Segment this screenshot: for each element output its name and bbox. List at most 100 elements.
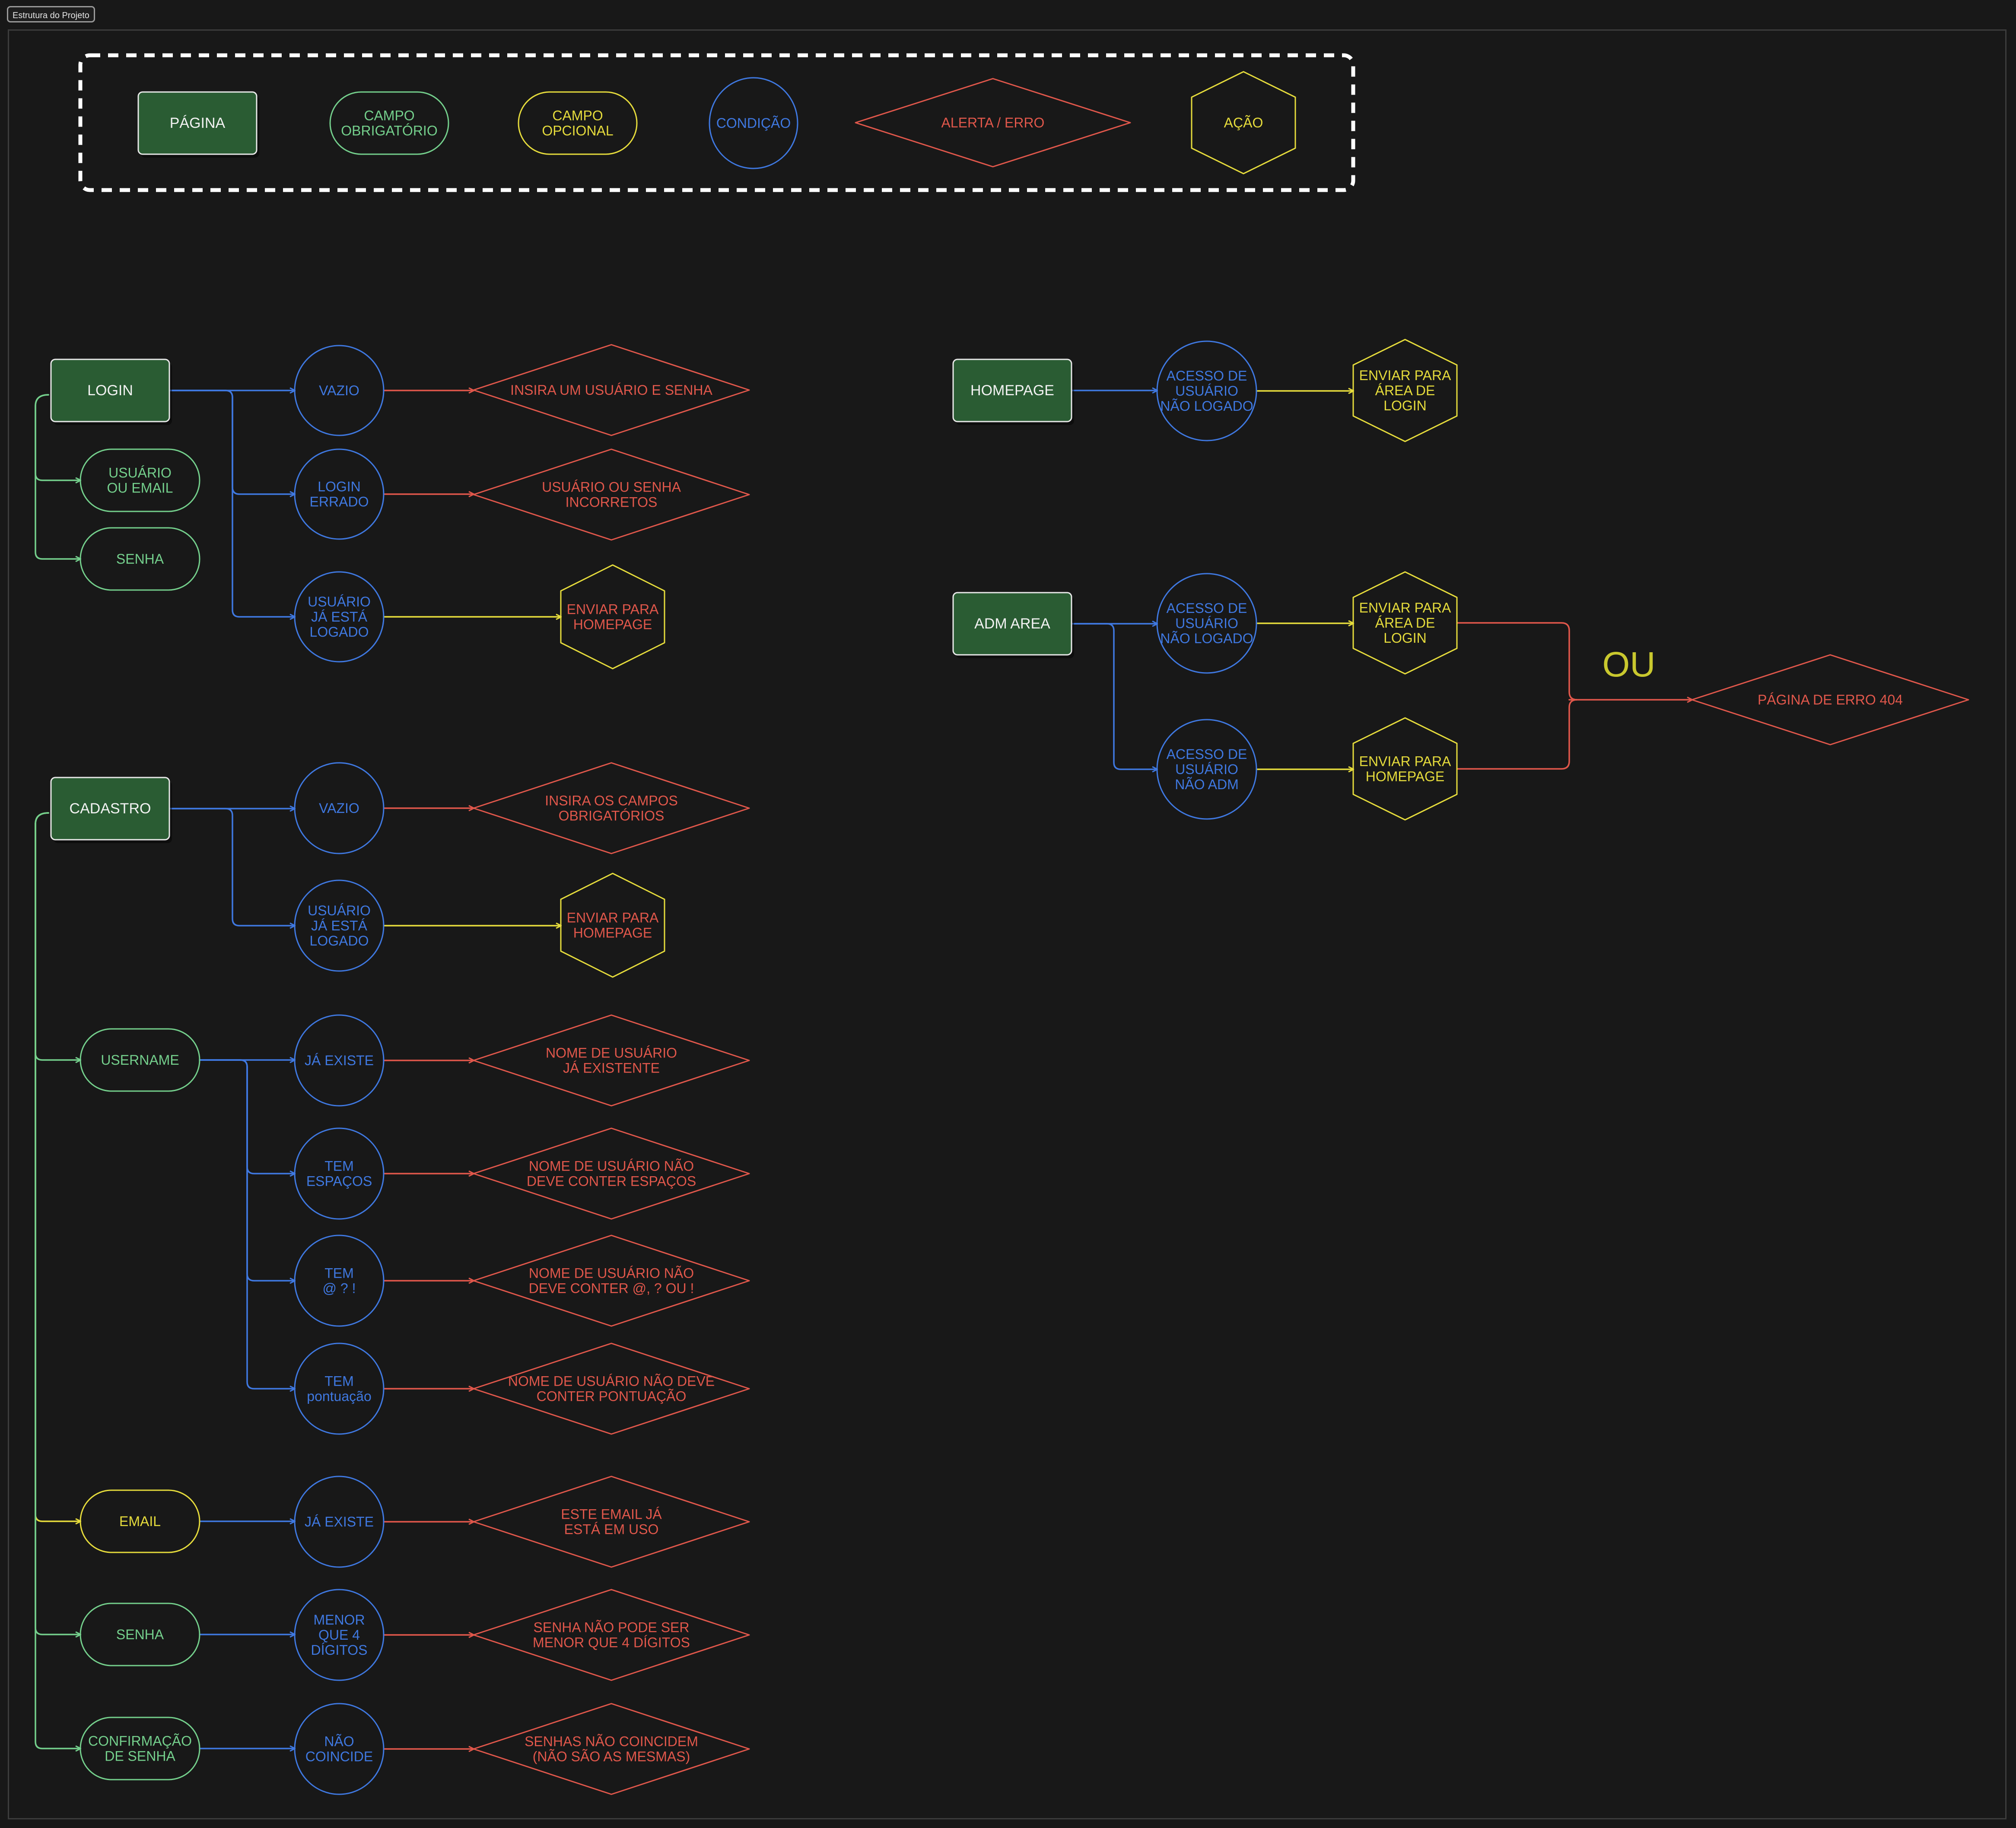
node-label: USUÁRIO (308, 594, 371, 609)
node-label: USUÁRIO (1175, 383, 1238, 399)
node-label: NOME DE USUÁRIO NÃO (529, 1265, 694, 1281)
node-label: CAMPO (552, 108, 603, 123)
node-label: ÁREA DE (1375, 383, 1435, 398)
connector-arrow (169, 390, 295, 617)
node-label: HOMEPAGE (970, 382, 1054, 399)
node-label: CADASTRO (70, 800, 151, 817)
field-password[interactable]: SENHA (79, 1603, 200, 1666)
node-label: EMAIL (119, 1514, 161, 1529)
node-label: LOGIN (1383, 398, 1427, 413)
node-label: @ ? ! (323, 1281, 356, 1296)
legend-action[interactable]: AÇÃO (1191, 71, 1296, 175)
alert-login-empty[interactable]: INSIRA UM USUÁRIO E SENHA (473, 344, 750, 436)
frame-title[interactable]: Estrutura do Projeto (7, 6, 95, 22)
node-label: VAZIO (319, 383, 359, 398)
node-label: ADM AREA (974, 616, 1050, 632)
node-label: TEM (324, 1373, 354, 1389)
legend-condition[interactable]: CONDIÇÃO (709, 77, 798, 169)
condition-login-empty[interactable]: VAZIO (294, 345, 385, 436)
node-label: JÁ ESTÁ (311, 609, 367, 625)
node-label: USUÁRIO (308, 903, 371, 918)
node-label: HOMEPAGE (1366, 769, 1445, 784)
connector-arrow (35, 812, 80, 1060)
node-label: LOGADO (310, 624, 369, 640)
condition-username-symbols[interactable]: TEM@ ? ! (294, 1235, 385, 1327)
node-label: COINCIDE (305, 1749, 373, 1765)
node-label: LOGIN (318, 479, 361, 494)
page-homepage[interactable]: HOMEPAGE (952, 359, 1074, 425)
connector-arrow (35, 812, 80, 1634)
node-label: ENVIAR PARA (1359, 600, 1451, 616)
node-label: LOGIN (1383, 630, 1427, 646)
connector-merge (1457, 699, 1577, 770)
condition-email-exists[interactable]: JÁ EXISTE (294, 1476, 385, 1568)
frame-border (8, 29, 2006, 1819)
node-label: JÁ EXISTE (305, 1053, 374, 1068)
node-label: JÁ EXISTENTE (563, 1060, 660, 1076)
node-label: DEVE CONTER @, ? OU ! (529, 1281, 694, 1296)
page-login[interactable]: LOGIN (50, 359, 172, 425)
field-email[interactable]: EMAIL (79, 1489, 200, 1553)
field-username[interactable]: USERNAME (79, 1028, 200, 1092)
legend-alert[interactable]: ALERTA / ERRO (855, 78, 1131, 168)
condition-username-exists[interactable]: JÁ EXISTE (294, 1014, 385, 1107)
node-label: (NÃO SÃO AS MESMAS) (533, 1749, 690, 1765)
or-label: OU (1603, 645, 1656, 684)
node-label: INSIRA UM USUÁRIO E SENHA (510, 382, 712, 398)
condition-cadastro-empty[interactable]: VAZIO (294, 762, 385, 854)
node-label: TEM (324, 1265, 354, 1281)
node-label: ERRADO (310, 494, 369, 510)
node-label: LOGIN (87, 382, 133, 399)
node-label: QUE 4 (318, 1627, 360, 1643)
node-label: OBRIGATÓRIOS (559, 808, 665, 824)
node-label: NÃO ADM (1175, 777, 1239, 792)
page-adm-area[interactable]: ADM AREA (952, 592, 1074, 658)
field-login-password[interactable]: SENHA (79, 527, 200, 591)
node-label: LOGADO (310, 933, 369, 949)
node-label: SENHAS NÃO COINCIDEM (525, 1733, 698, 1749)
node-label: MENOR QUE 4 DÍGITOS (533, 1635, 690, 1650)
legend-page[interactable]: PÁGINA (137, 91, 259, 158)
node-label: JÁ ESTÁ (311, 918, 367, 933)
node-label: SENHA NÃO PODE SER (534, 1619, 690, 1635)
node-label: USERNAME (101, 1052, 179, 1068)
node-label: NÃO (324, 1733, 354, 1749)
node-label: ACESSO DE (1167, 368, 1247, 384)
connector-arrow (35, 812, 80, 1749)
node-label: HOMEPAGE (573, 925, 652, 941)
connector-arrow (199, 1059, 295, 1389)
node-label: NÃO LOGADO (1160, 398, 1253, 414)
alert-error-404[interactable]: PÁGINA DE ERRO 404 (1691, 654, 1969, 746)
alert-confirm-mismatch[interactable]: SENHAS NÃO COINCIDEM(NÃO SÃO AS MESMAS) (473, 1703, 750, 1795)
node-label: USUÁRIO (1175, 762, 1238, 777)
page-cadastro[interactable]: CADASTRO (50, 777, 172, 843)
